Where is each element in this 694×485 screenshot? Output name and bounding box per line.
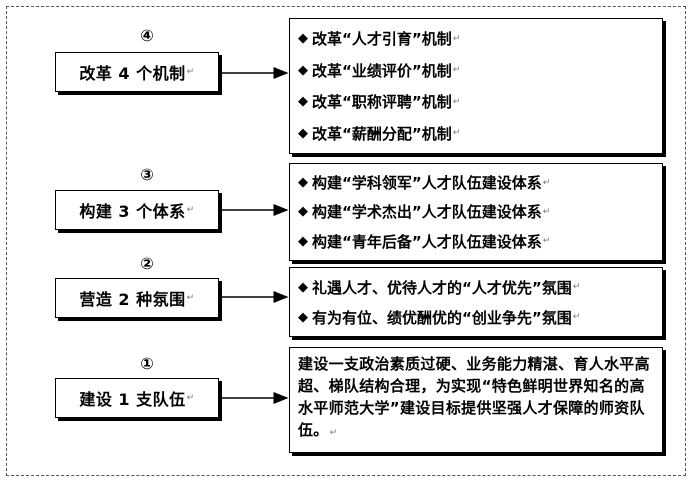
diamond-bullet-icon: ◆ <box>298 125 308 141</box>
list-item: ◆改革“人才引育”机制↵ <box>298 30 461 49</box>
group-label-box: 营造 2 种氛围↵ <box>55 278 219 318</box>
group-label: 建设 1 支队伍 <box>79 390 186 409</box>
group-items-box: ◆礼遇人才、优待人才的“人才优先”氛围↵ ◆有为有位、绩优酬优的“创业争先”氛围… <box>289 267 663 337</box>
diagram-frame <box>6 6 686 476</box>
group-number: ① <box>140 354 154 373</box>
group-items-box: ◆改革“人才引育”机制↵ ◆改革“业绩评价”机制↵ ◆改革“职称评聘”机制↵ ◆… <box>289 18 663 154</box>
group-label-box: 建设 1 支队伍↵ <box>55 378 219 418</box>
diamond-bullet-icon: ◆ <box>298 309 308 325</box>
diamond-bullet-icon: ◆ <box>298 94 308 110</box>
diamond-bullet-icon: ◆ <box>298 175 308 191</box>
list-item: ◆改革“薪酬分配”机制↵ <box>298 124 461 143</box>
group-description: 建设一支政治素质过硬、业务能力精湛、育人水平高超、梯队结构合理，为实现“特色鲜明… <box>298 355 650 439</box>
list-item: ◆有为有位、绩优酬优的“创业争先”氛围↵ <box>298 308 581 327</box>
group-number: ③ <box>140 165 154 184</box>
diamond-bullet-icon: ◆ <box>298 62 308 78</box>
group-label: 构建 3 个体系 <box>79 202 186 221</box>
group-number: ④ <box>140 26 154 45</box>
diamond-bullet-icon: ◆ <box>298 279 308 295</box>
list-item: ◆构建“学科领军”人才队伍建设体系↵ <box>298 174 551 193</box>
list-item: ◆改革“职称评聘”机制↵ <box>298 93 461 112</box>
diamond-bullet-icon: ◆ <box>298 233 308 249</box>
group-label: 营造 2 种氛围 <box>79 290 186 309</box>
list-item: ◆构建“青年后备”人才队伍建设体系↵ <box>298 232 551 251</box>
group-description-box: 建设一支政治素质过硬、业务能力精湛、育人水平高超、梯队结构合理，为实现“特色鲜明… <box>289 347 663 453</box>
diamond-bullet-icon: ◆ <box>298 204 308 220</box>
group-label-box: 构建 3 个体系↵ <box>55 190 219 230</box>
group-label: 改革 4 个机制 <box>79 64 186 83</box>
list-item: ◆改革“业绩评价”机制↵ <box>298 61 461 80</box>
diamond-bullet-icon: ◆ <box>298 31 308 47</box>
list-item: ◆礼遇人才、优待人才的“人才优先”氛围↵ <box>298 278 581 297</box>
group-number: ② <box>140 254 154 273</box>
group-items-box: ◆构建“学科领军”人才队伍建设体系↵ ◆构建“学术杰出”人才队伍建设体系↵ ◆构… <box>289 163 663 261</box>
list-item: ◆构建“学术杰出”人才队伍建设体系↵ <box>298 203 551 222</box>
group-label-box: 改革 4 个机制↵ <box>55 52 219 92</box>
